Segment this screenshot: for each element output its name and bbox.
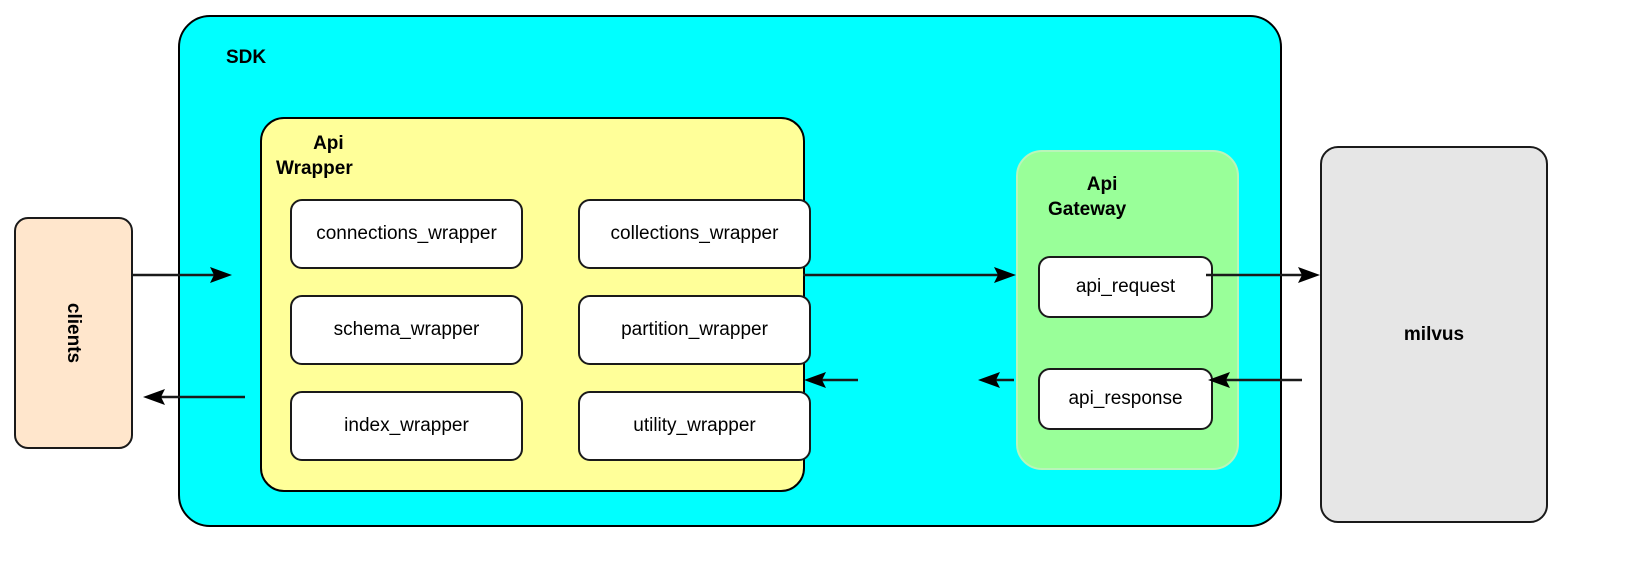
module-schema-wrapper[interactable]: schema_wrapper (290, 295, 523, 365)
api-gateway-container[interactable]: Api Gateway api_request api_response (1016, 150, 1239, 470)
api-wrapper-container[interactable]: Api Wrapper connections_wrapper collecti… (260, 117, 811, 492)
module-label: api_response (1068, 388, 1183, 409)
clients-node[interactable]: clients (14, 217, 133, 449)
api-gateway-label: Api Gateway (1048, 174, 1127, 220)
module-label: collections_wrapper (610, 223, 779, 244)
sdk-label: SDK (226, 47, 267, 68)
module-connections-wrapper[interactable]: connections_wrapper (290, 199, 523, 269)
module-label: schema_wrapper (333, 319, 480, 340)
module-api-request[interactable]: api_request (1038, 256, 1213, 318)
module-utility-wrapper[interactable]: utility_wrapper (578, 391, 811, 461)
api-wrapper-label: Api Wrapper (276, 133, 353, 179)
milvus-node[interactable]: milvus (1320, 146, 1548, 523)
sdk-container[interactable]: SDK Api Wrapper connections_wrapper coll… (178, 15, 1282, 527)
module-label: connections_wrapper (316, 223, 497, 244)
module-label: index_wrapper (344, 415, 469, 436)
module-partition-wrapper[interactable]: partition_wrapper (578, 295, 811, 365)
module-collections-wrapper[interactable]: collections_wrapper (578, 199, 811, 269)
clients-label: clients (63, 302, 85, 364)
module-label: api_request (1075, 276, 1176, 297)
module-label: partition_wrapper (621, 319, 768, 340)
module-api-response[interactable]: api_response (1038, 368, 1213, 430)
module-label: utility_wrapper (633, 415, 756, 436)
milvus-label: milvus (1403, 323, 1465, 345)
module-index-wrapper[interactable]: index_wrapper (290, 391, 523, 461)
